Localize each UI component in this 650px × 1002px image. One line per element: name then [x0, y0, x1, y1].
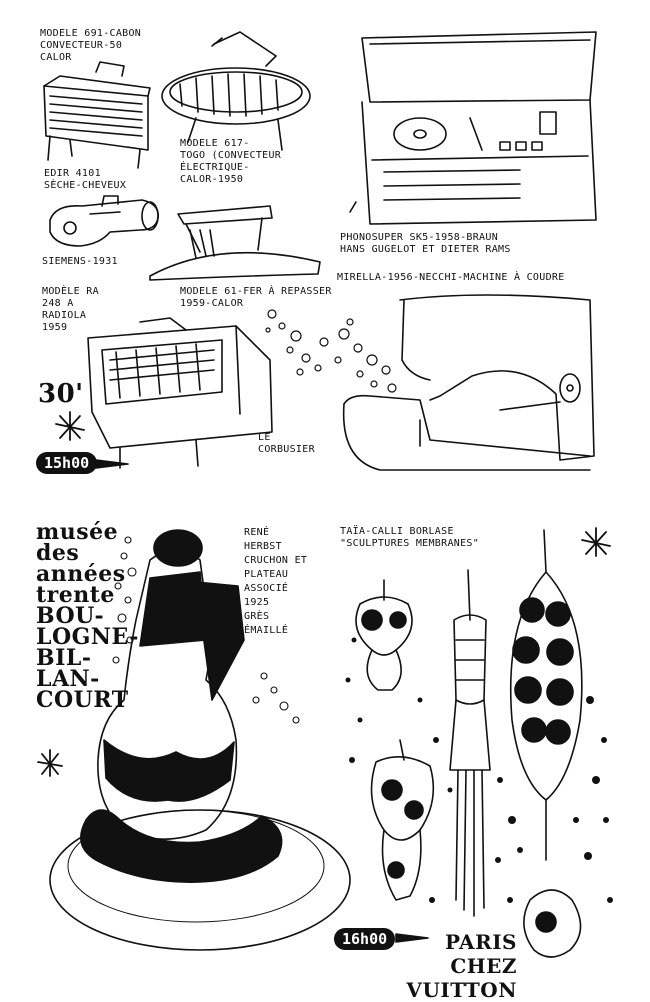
bubble-dots-herbst	[113, 537, 299, 723]
caption-cabon-convector: MODELE 691-CABON CONVECTEUR-50 CALOR	[40, 28, 142, 63]
caption-edir-hairdryer: EDIR 4101 SÈCHE-CHEVEUX	[44, 168, 127, 191]
radiola-radio-sketch	[88, 318, 272, 468]
cabon-convector-sketch	[44, 62, 150, 168]
caption-iron: MODELE 61-FER À REPASSER 1959-CALOR	[180, 286, 332, 309]
time-badge-15h00: 15h00	[36, 452, 98, 474]
badge-tail-15h00	[96, 460, 128, 468]
sketch-illustrations-bottom	[0, 500, 613, 1000]
membrane-sculpture-left	[356, 580, 433, 900]
caption-siemens: SIEMENS-1931	[42, 256, 118, 267]
membrane-sculpture-middle	[450, 570, 490, 916]
iron-sketch	[150, 206, 320, 280]
star-doodle-bottom-right	[582, 528, 610, 556]
hairdryer-sketch	[50, 196, 158, 246]
badge-tail-16h00	[396, 934, 428, 942]
caption-le-corbusier: LE CORBUSIER	[258, 432, 315, 455]
time-30-minutes: 30'	[38, 379, 84, 409]
star-doodle-top	[56, 412, 84, 440]
membrane-sculpture-right	[511, 530, 582, 957]
paris-chez-vuitton: PARIS CHEZ VUITTON	[406, 930, 517, 1002]
bubble-dots-decoration	[266, 310, 396, 392]
togo-convector-sketch	[162, 32, 310, 150]
herbst-pitcher-sketch	[50, 530, 350, 950]
caption-mirella: MIRELLA-1956-NECCHI-MACHINE À COUDRE	[337, 272, 565, 283]
dot-field-decoration	[345, 637, 613, 903]
star-doodle-bottom-left	[38, 750, 62, 776]
time-badge-16h00: 16h00	[334, 928, 396, 950]
caption-phonosuper: PHONOSUPER SK5-1958-BRAUN HANS GUGELOT E…	[340, 232, 511, 255]
sewing-machine-sketch	[344, 295, 594, 470]
caption-rene-herbst: RENÉ HERBST CRUCHON ET PLATEAU ASSOCIÉ 1…	[244, 527, 308, 636]
caption-radiola: MODÈLE RA 248 A RADIOLA 1959	[42, 286, 99, 333]
caption-togo-convector: MODELE 617- TOGO (CONVECTEUR ÉLECTRIQUE-…	[180, 138, 282, 185]
caption-taia-calli-borlase: TAÏA-CALLI BORLASE "SCULPTURES MEMBRANES…	[340, 526, 480, 549]
sketch-illustrations-top	[0, 0, 650, 480]
phonosuper-record-player-sketch	[350, 32, 596, 224]
museum-title: musée des années trente BOU- LOGNE- BIL-…	[36, 519, 139, 713]
